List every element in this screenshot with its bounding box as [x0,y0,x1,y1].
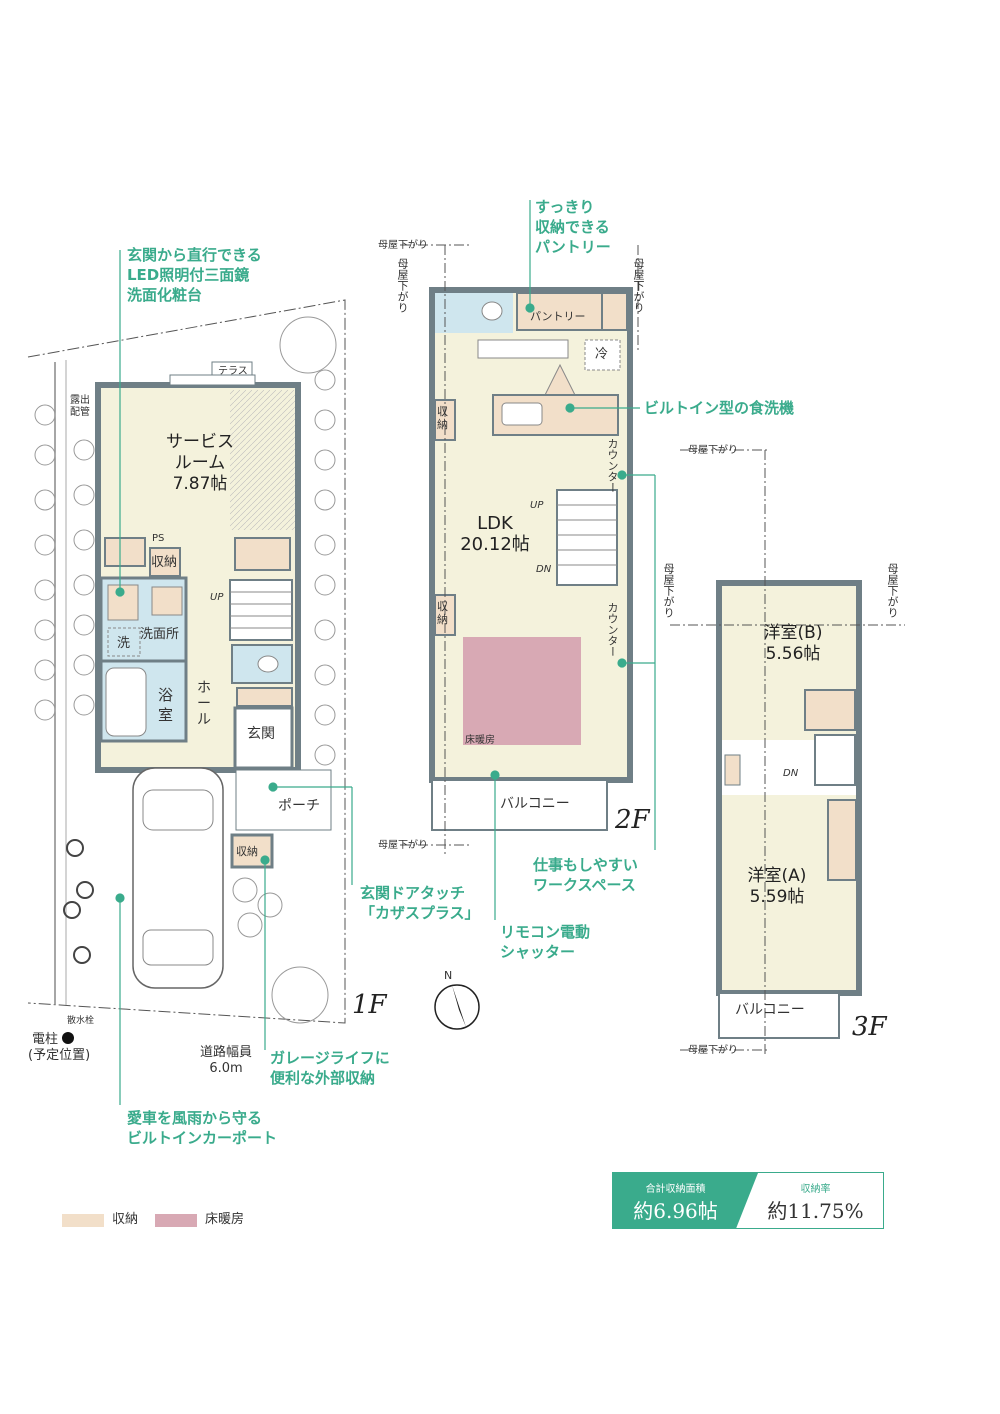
floor-heating-label: 床暖房 [465,735,495,746]
storage-ratio-label: 収納率 [800,1184,831,1195]
callout-shutter: リモコン電動 シャッター [500,923,591,961]
eaves-label-2f-bottom: 母屋下がり [378,840,428,851]
storage-ratio-value: 約11.75% [767,1199,864,1223]
room-a-label: 洋室(A) 5.59帖 [747,866,807,907]
eaves-label-3f-right: 母屋下がり [886,563,899,618]
callout-garage-storage: ガレージライフに 便利な外部収納 [270,1049,390,1087]
floor3-plan [670,449,905,1055]
pole-label: 電柱 [32,1032,59,1047]
floor1-title: 1F [352,990,387,1020]
callout-pantry: すっきり 収納できる パントリー [535,198,611,256]
terrace-label: テラス [218,366,248,377]
pipe-label: 露出 配管 [70,395,90,418]
eaves-label-2f-left: 母屋下がり [396,258,409,313]
dn-label-2f: DN [536,564,552,575]
compass-label: N [444,969,453,982]
callout-door-touch: 玄関ドアタッチ 「カザスプラス」 [360,884,480,922]
balcony-label-3f: バルコニー [735,1002,805,1018]
eaves-label-3f-bottom: 母屋下がり [688,1045,738,1056]
entrance-label: 玄関 [247,726,275,742]
legend-heating-swatch [155,1214,197,1227]
bath-label: 浴 室 [158,686,174,724]
callout-leaders [115,200,656,1105]
pantry-label: パントリー [530,310,586,323]
legend-storage-label: 収納 [112,1212,139,1227]
balcony-label-2f: バルコニー [500,796,570,812]
up-label-2f: UP [530,500,544,511]
callout-workspace: 仕事もしやすい ワークスペース [533,856,638,894]
storage-area-value: 約6.96帖 [633,1199,718,1223]
callout-carport: 愛車を風雨から守る ビルトインカーポート [127,1109,278,1147]
counter-b-label: カウンター [606,602,619,657]
floor1-plan [27,299,346,1044]
room-b-label: 洋室(B) 5.56帖 [763,623,823,664]
legend-heating-label: 床暖房 [205,1212,245,1227]
road-width-label: 道路幅員 6.0m [200,1045,253,1076]
hall-label: ホ ー ル [197,680,211,728]
eaves-label-3f-top: 母屋下がり [688,445,738,456]
legend-storage-swatch [62,1214,104,1227]
eaves-label-2f-top: 母屋下がり [378,240,428,251]
storage-b-label: 収 納 [437,600,448,626]
dn-label-3f: DN [783,768,799,779]
storage-area-panel [613,1173,758,1228]
storage-a-label: 収 納 [437,405,448,431]
callout-dishwasher: ビルトイン型の食洗機 [644,399,795,417]
service-room-label: サービス ルーム 7.87帖 [166,432,234,494]
storage-summary-badge: 合計収納面積 約6.96帖 収納率 約11.75% [612,1172,884,1229]
up-label-1f: UP [210,592,224,603]
washer-label: 洗 [117,636,131,651]
eaves-label-2f-right: 母屋下がり [632,258,645,313]
porch-label: ポーチ [278,798,320,814]
callout-washstand: 玄関から直行できる LED照明付三面鏡 洗面化粧台 [127,246,262,304]
compass-icon [434,984,480,1030]
fridge-label: 冷 [595,347,609,362]
floor2-title: 2F [615,805,650,835]
storage-label-1f: 収納 [151,555,178,570]
pole-note: (予定位置) [28,1048,91,1063]
counter-a-label: カウンター [606,438,619,493]
floor3-title: 3F [852,1012,887,1042]
eaves-label-3f-left: 母屋下がり [662,563,675,618]
outdoor-storage-label: 収納 [236,845,258,858]
ldk-label: LDK 20.12帖 [460,513,530,555]
sprinkler-label: 散水栓 [67,1016,95,1026]
washroom-label: 洗面所 [140,627,180,642]
ps-label: PS [152,533,165,544]
storage-area-label: 合計収納面積 [645,1184,706,1195]
floor2-plan [400,244,639,855]
